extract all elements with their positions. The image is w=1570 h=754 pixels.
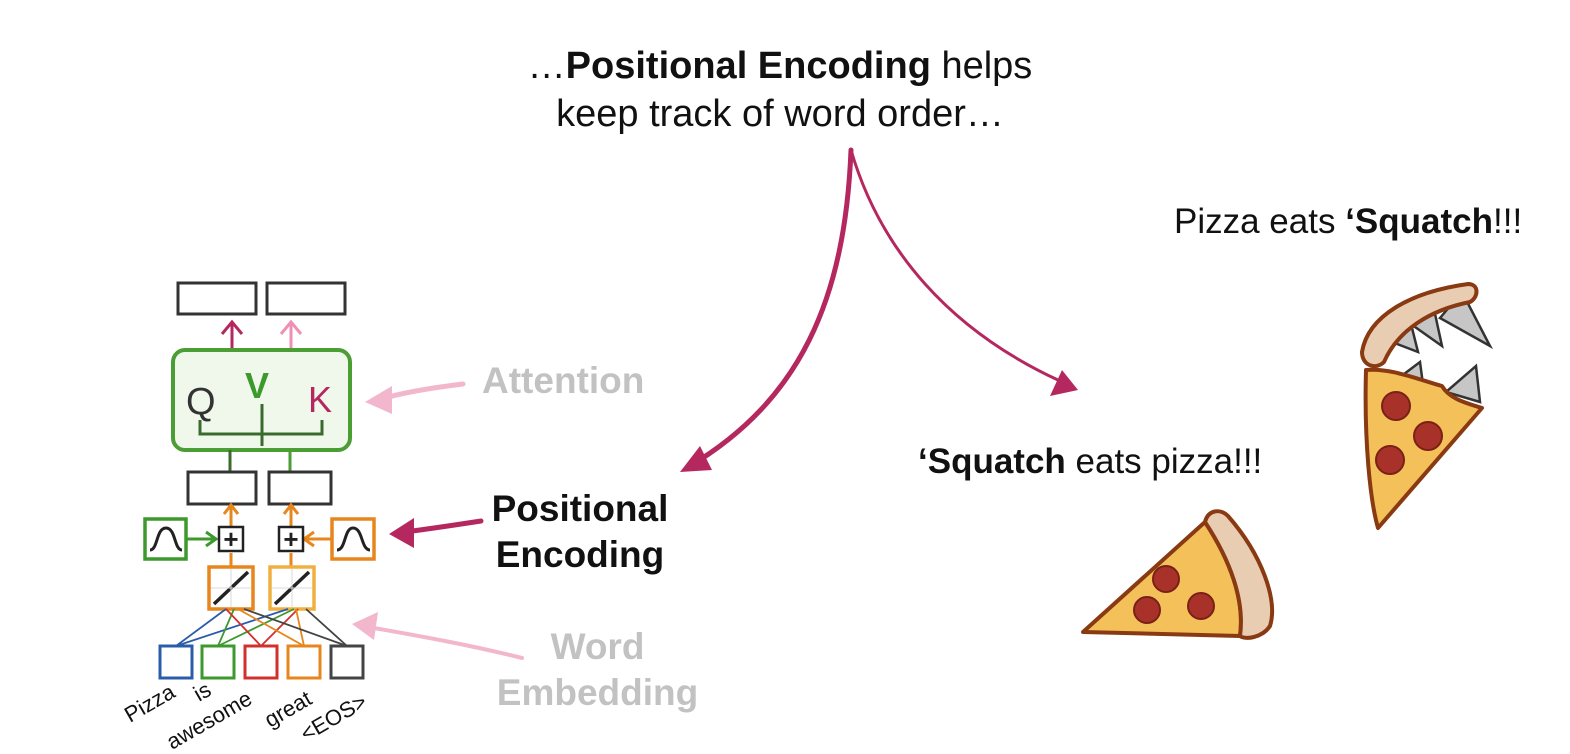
sentence-top-bold: ‘Squatch: [1345, 202, 1493, 241]
attention-box: [171, 348, 352, 452]
transformer-sketch: Q V K +: [120, 281, 376, 754]
sentence-squatch-eats-pizza: ‘Squatch eats pizza!!!: [918, 442, 1262, 482]
encoded-box-1: [186, 470, 258, 506]
positional-pointer-head: [389, 518, 414, 548]
sine-wave-right: [336, 526, 371, 552]
position-sine-box-right: [330, 517, 376, 561]
label-arrows: [352, 381, 524, 660]
k-letter: K: [308, 379, 332, 420]
output-box-1: [176, 281, 258, 316]
chomping-pizza-icon: [1360, 282, 1494, 530]
pepperoni: [1381, 391, 1411, 421]
word-embedding-pointer-head: [352, 612, 378, 640]
sentence-pizza-eats-squatch: Pizza eats ‘Squatch!!!: [1174, 202, 1522, 242]
pepperoni: [1152, 565, 1180, 593]
word-box-great: [286, 644, 322, 680]
sentence-mid-bold: ‘Squatch: [918, 442, 1066, 481]
plus-box-1: [217, 525, 245, 553]
positional-label-line2: Encoding: [495, 534, 665, 575]
word-box-awesome: [243, 644, 279, 680]
word-box-is: [200, 644, 236, 680]
attention-pointer-head: [365, 386, 392, 414]
pizza-slice-icon: [1081, 509, 1275, 640]
word-connections: [175, 608, 348, 647]
plus-box-2: [277, 525, 305, 553]
output-arrow-2-head: [279, 319, 303, 335]
tooth: [1443, 363, 1482, 404]
plus-up-1-head: [222, 502, 240, 515]
word-label-line2: Embedding: [496, 672, 699, 713]
pepperoni: [1187, 592, 1215, 620]
v-letter: V: [245, 365, 269, 406]
arrow-to-sentences: [849, 148, 1060, 382]
arrow-to-positional-encoding: [687, 147, 854, 469]
positional-pointer: [402, 518, 484, 535]
position-sine-box-left: [143, 517, 188, 561]
title-bold: Positional Encoding: [565, 45, 931, 87]
output-box-2: [265, 281, 347, 316]
word-embedding-label: Word Embedding: [490, 624, 705, 716]
output-arrow-1-head: [220, 319, 244, 335]
word-box-eos: [329, 644, 365, 680]
pepperoni: [1413, 421, 1443, 451]
title-rest: helps: [930, 45, 1033, 87]
encoded-box-2: [267, 470, 333, 506]
pepperoni: [1375, 445, 1405, 475]
qvk-bracket: [198, 404, 324, 446]
pepperoni: [1133, 596, 1161, 624]
sentence-top-post: !!!: [1493, 202, 1523, 241]
attention-label: Attention: [482, 360, 645, 401]
title-ellipsis: …: [527, 45, 566, 87]
title-line2: keep track of word order…: [556, 93, 1004, 135]
sine-wave-left: [149, 526, 183, 552]
upper-crust: [1360, 282, 1479, 369]
plus-up-2-head: [282, 502, 300, 515]
word-label-line1: Word: [550, 626, 645, 667]
word-is: is: [189, 677, 215, 707]
plus-sign-2: +: [283, 524, 298, 554]
word-embedding-pointer: [366, 625, 524, 660]
plus-sign-1: +: [223, 524, 238, 554]
positional-label-line1: Positional: [491, 488, 669, 529]
positional-encoding-label: Positional Encoding: [480, 486, 680, 578]
word-pizza: Pizza: [120, 678, 180, 727]
split-arrows: [680, 147, 1078, 472]
q-letter: Q: [186, 381, 216, 423]
sine-to-plus-left-head: [205, 530, 219, 548]
arrowhead-left: [680, 446, 712, 472]
arrowhead-right: [1050, 370, 1078, 396]
title: …Positional Encoding helps keep track of…: [470, 42, 1090, 138]
sentence-mid-post: eats pizza!!!: [1065, 442, 1263, 481]
word-box-pizza: [158, 644, 194, 680]
sentence-top-pre: Pizza eats: [1174, 202, 1346, 241]
pizza-slice-crust: [1203, 509, 1275, 640]
